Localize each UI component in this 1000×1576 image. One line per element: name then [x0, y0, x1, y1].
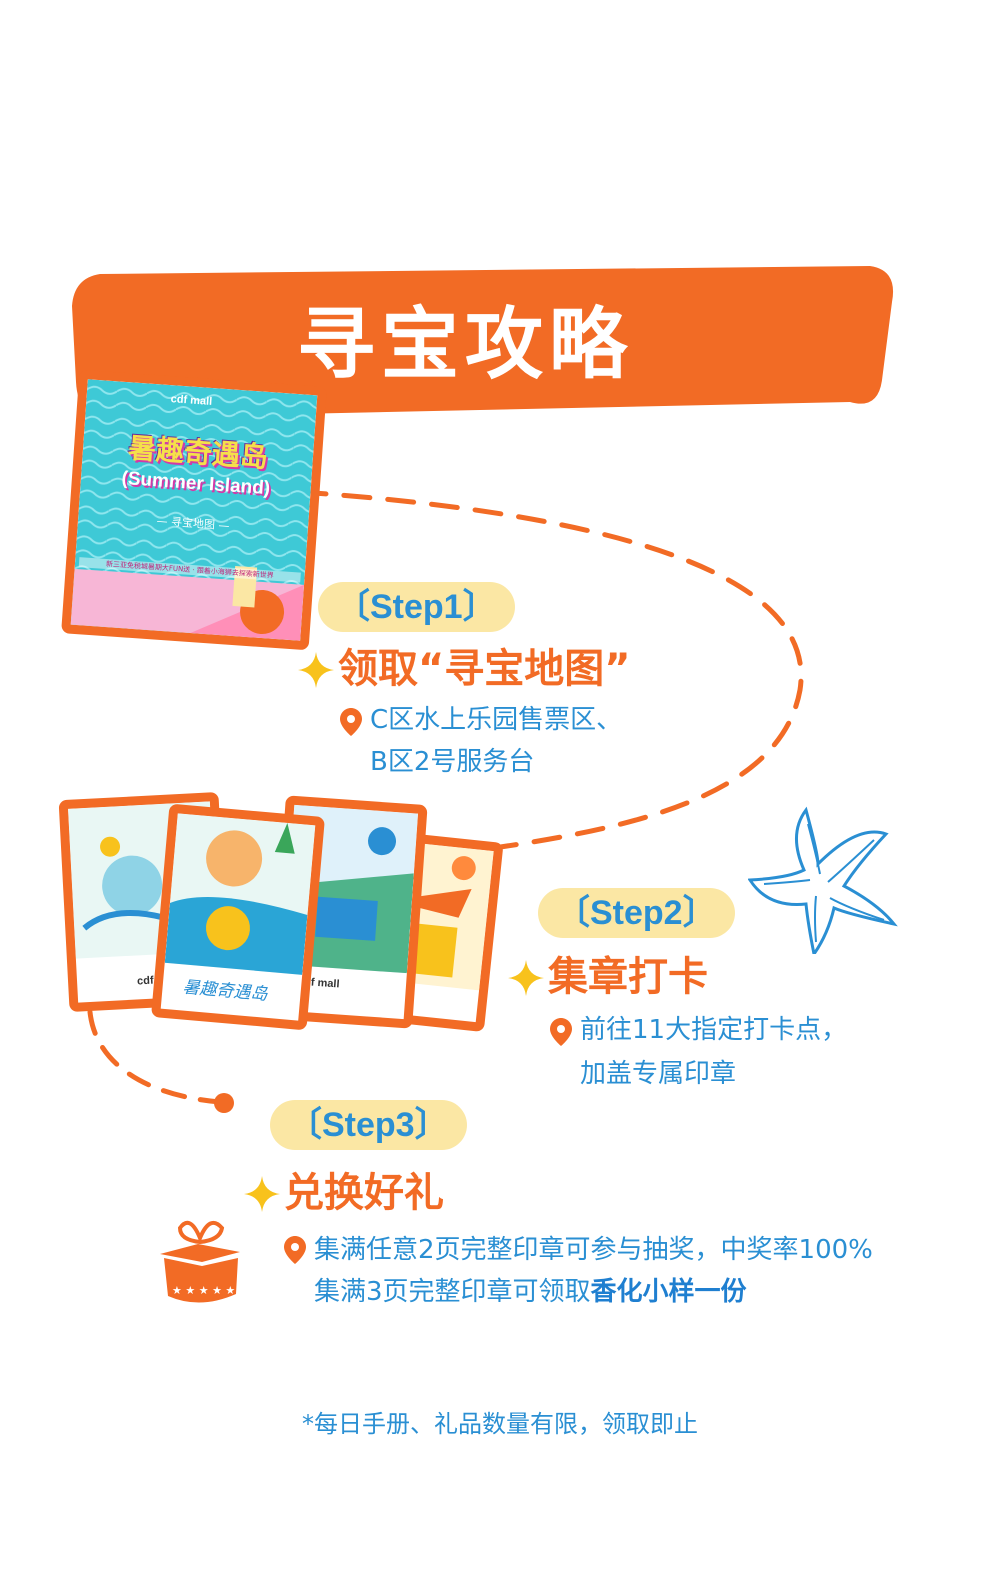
- step3-reward-highlight: 香化小样一份: [590, 1277, 747, 1307]
- sparkle-icon: [244, 1176, 280, 1212]
- starfish-icon: [748, 806, 898, 954]
- map-cover-illustration: [70, 379, 318, 641]
- step1-badge: 〔Step1〕: [318, 582, 515, 632]
- step1-location-line1: C区水上乐园售票区、: [370, 705, 623, 735]
- step1-location-line2: B区2号服务台: [370, 747, 535, 777]
- stamp-card-2: 暑趣奇遇岛: [150, 803, 326, 1031]
- treasure-map-card: cdf mall 暑趣奇遇岛 (Summer Island) — 寻宝地图 — …: [61, 369, 327, 651]
- sparkle-icon: [508, 960, 544, 996]
- step3-desc-line2: 集满3页完整印章可领取香化小样一份: [314, 1270, 747, 1314]
- location-pin-icon: [284, 1236, 306, 1264]
- gift-box-icon: ★ ★ ★ ★ ★: [160, 1220, 240, 1303]
- step2-desc-line2: 加盖专属印章: [580, 1059, 737, 1089]
- step2-title: 集章打卡: [548, 954, 708, 1000]
- svg-text:★ ★ ★ ★ ★: ★ ★ ★ ★ ★: [172, 1284, 235, 1297]
- step1-title: 领取“寻宝地图”: [338, 646, 631, 692]
- page-title: 寻宝攻略: [296, 300, 633, 390]
- title-banner: [72, 266, 894, 419]
- step3-badge: 〔Step3〕: [270, 1100, 467, 1150]
- step3-desc-line2-prefix: 集满3页完整印章可领取: [314, 1277, 591, 1307]
- step3-desc-line1: 集满任意2页完整印章可参与抽奖，中奖率100%: [314, 1235, 873, 1265]
- step2-badge: 〔Step2〕: [538, 888, 735, 938]
- step2-desc-line1: 前往11大指定打卡点，: [580, 1015, 848, 1045]
- location-pin-icon: [340, 708, 362, 736]
- location-pin-icon: [550, 1018, 572, 1046]
- sparkle-icon: [298, 652, 334, 688]
- step3-title: 兑换好礼: [284, 1170, 444, 1216]
- footer-note: *每日手册、礼品数量有限，领取即止: [302, 1410, 698, 1438]
